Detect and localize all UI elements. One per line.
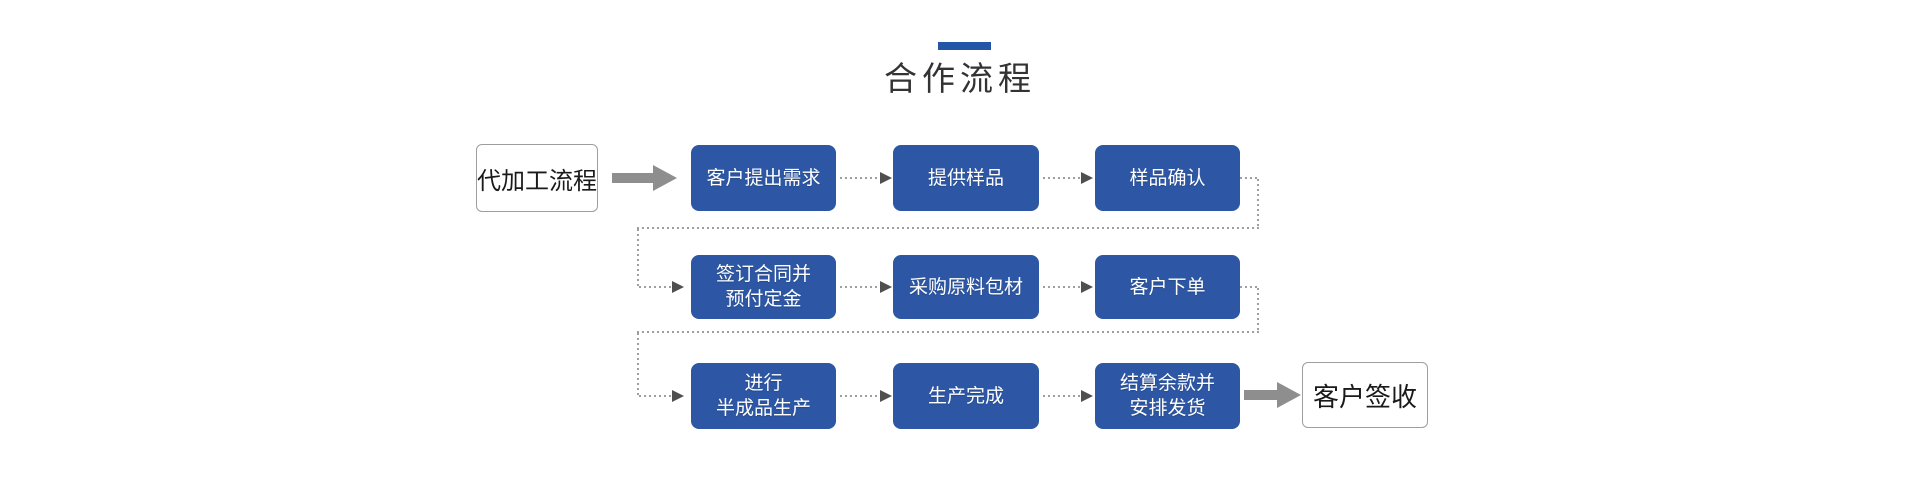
arrowhead-icon bbox=[1081, 172, 1093, 184]
arrowhead-icon bbox=[672, 390, 684, 402]
arrowhead-icon bbox=[880, 172, 892, 184]
start-box: 代加工流程 bbox=[476, 144, 598, 212]
flow-step-provide-samples: 提供样品 bbox=[893, 145, 1039, 211]
arrowhead-icon bbox=[880, 390, 892, 402]
title-accent-dash bbox=[938, 42, 991, 50]
start-box-label: 代加工流程 bbox=[477, 167, 597, 195]
flow-step-purchase-materials: 采购原料包材 bbox=[893, 255, 1039, 319]
flow-step-customer-order: 客户下单 bbox=[1095, 255, 1240, 319]
flow-step-sample-confirm: 样品确认 bbox=[1095, 145, 1240, 211]
flow-step-settle-balance-ship: 结算余款并 安排发货 bbox=[1095, 363, 1240, 429]
end-box: 客户签收 bbox=[1302, 362, 1428, 428]
end-box-label: 客户签收 bbox=[1312, 381, 1417, 412]
arrowhead-icon bbox=[880, 281, 892, 293]
flow-step-semi-finished-production: 进行 半成品生产 bbox=[691, 363, 836, 429]
arrowhead-icon bbox=[1081, 281, 1093, 293]
flow-step-sign-contract: 签订合同并 预付定金 bbox=[691, 255, 836, 319]
arrowhead-icon bbox=[1081, 390, 1093, 402]
page-title: 合作流程 bbox=[884, 60, 1036, 97]
flow-step-customer-needs: 客户提出需求 bbox=[691, 145, 836, 211]
flow-step-production-complete: 生产完成 bbox=[893, 363, 1039, 429]
arrowhead-icon bbox=[672, 281, 684, 293]
